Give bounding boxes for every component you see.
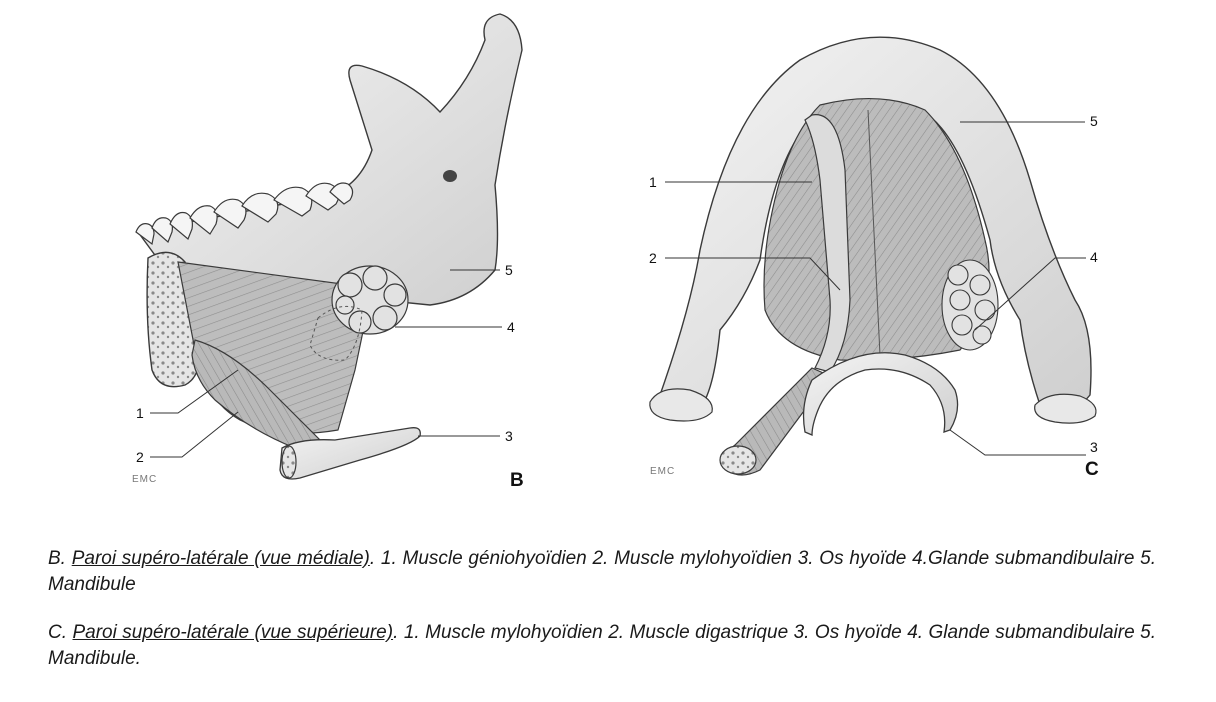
- caption-c-title: Paroi supéro-latérale (vue supérieure): [72, 622, 394, 643]
- caption-b-title: Paroi supéro-latérale (vue médiale): [71, 548, 370, 569]
- callout-c-3: 3: [1090, 439, 1098, 455]
- watermark-c: EMC: [650, 466, 675, 477]
- caption-b-text: . 1. Muscle géniohyoïdien 2. Muscle mylo…: [48, 548, 1156, 595]
- gland-deep-part-b: [309, 305, 363, 361]
- submandibular-gland-b: [331, 265, 409, 335]
- callout-c-1: 1: [649, 174, 657, 190]
- hyoid-bone-c: [802, 352, 959, 436]
- callout-b-2: 2: [136, 449, 144, 465]
- anatomy-figure: 1 2 3 4 5 EMC B: [132, 13, 1099, 491]
- submandibular-gland-c: [941, 259, 999, 351]
- callout-b-5: 5: [505, 262, 513, 278]
- figure-b-illustration: 1 2 3 4 5 EMC B: [132, 13, 524, 491]
- caption-c-prefix: C.: [48, 622, 73, 643]
- callout-b-3: 3: [505, 428, 513, 444]
- callout-c-4: 4: [1090, 249, 1098, 265]
- caption-b-prefix: B.: [48, 548, 72, 569]
- mandible-b: [136, 13, 523, 306]
- callout-b-1: 1: [136, 405, 144, 421]
- mandibular-foramen: [443, 170, 457, 182]
- watermark-b: EMC: [132, 474, 157, 485]
- digastric-muscle-c: [804, 114, 851, 373]
- teeth-b: [135, 182, 354, 246]
- caption-c: C. Paroi supéro-latérale (vue supérieure…: [48, 620, 1156, 672]
- figure-c-illustration: 1 2 3 4 5 EMC C: [649, 36, 1099, 480]
- callout-c-5: 5: [1090, 113, 1098, 129]
- panel-letter-b: B: [510, 470, 524, 491]
- callout-b-4: 4: [507, 319, 515, 335]
- caption-c-text: . 1. Muscle mylohyoïdien 2. Muscle digas…: [48, 622, 1156, 669]
- callout-c-2: 2: [649, 250, 657, 266]
- anatomy-illustration: 1 2 3 4 5 EMC B: [132, 13, 1099, 491]
- caption-b: B. Paroi supéro-latérale (vue médiale). …: [48, 546, 1156, 598]
- panel-letter-c: C: [1085, 459, 1099, 480]
